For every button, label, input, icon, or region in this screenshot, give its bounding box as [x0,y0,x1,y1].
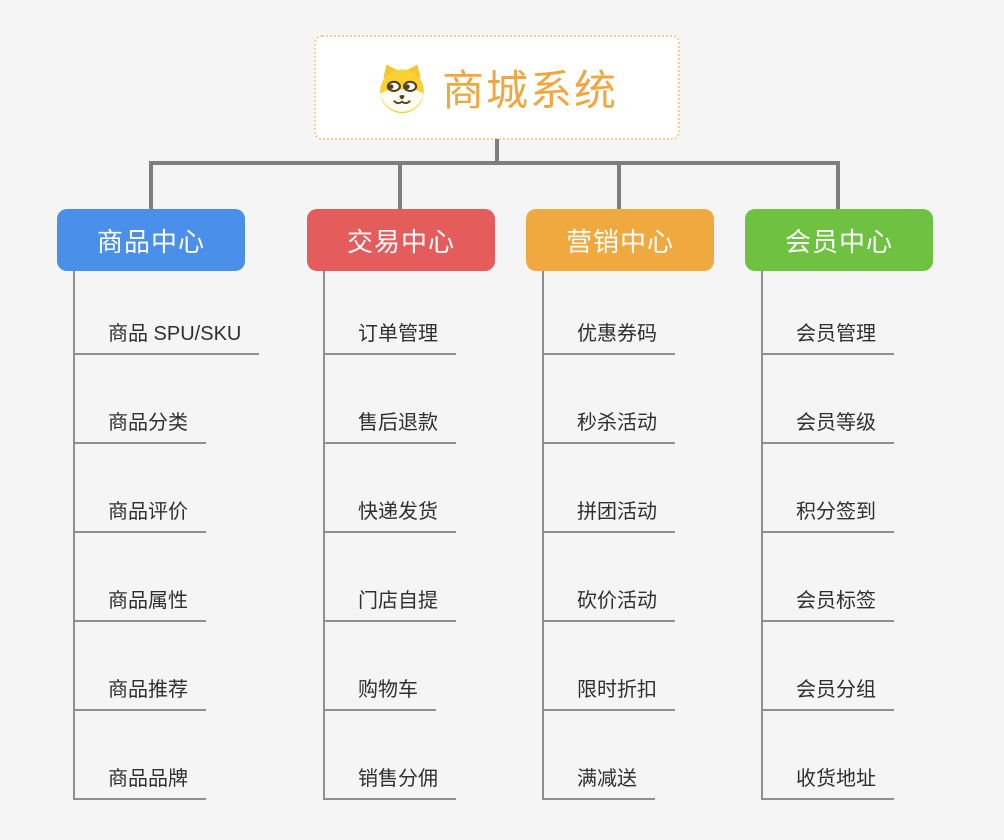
topic-item[interactable]: 拼团活动 [544,444,675,533]
topic-item[interactable]: 门店自提 [325,533,456,622]
connector-drop-product [149,163,153,211]
topic-column-marketing: 优惠券码 秒杀活动 拼团活动 砍价活动 限时折扣 满减送 [542,271,675,800]
topic-item[interactable]: 快递发货 [325,444,456,533]
topic-item[interactable]: 商品 SPU/SKU [75,271,260,355]
topic-item[interactable]: 商品品牌 [75,711,206,800]
topic-item[interactable]: 销售分佣 [325,711,456,800]
connector-drop-marketing [617,163,621,211]
topic-item[interactable]: 会员标签 [763,533,894,622]
topic-column-trade: 订单管理 售后退款 快递发货 门店自提 购物车 销售分佣 [323,271,456,800]
topic-item[interactable]: 商品属性 [75,533,206,622]
topic-item[interactable]: 积分签到 [763,444,894,533]
root-node[interactable]: 商城系统 [314,35,680,140]
topic-item[interactable]: 砍价活动 [544,533,675,622]
topic-item[interactable]: 商品评价 [75,444,206,533]
topic-item[interactable]: 会员分组 [763,622,894,711]
topic-item[interactable]: 会员管理 [763,271,894,355]
connector-root-stub [495,139,499,163]
topic-item[interactable]: 订单管理 [325,271,456,355]
topic-item[interactable]: 商品推荐 [75,622,206,711]
topic-column-member: 会员管理 会员等级 积分签到 会员标签 会员分组 收货地址 [761,271,894,800]
topic-item[interactable]: 会员等级 [763,355,894,444]
dog-face-icon [380,63,424,113]
root-title: 商城系统 [441,67,618,114]
connector-bus [149,161,840,165]
branch-node-trade-center[interactable]: 交易中心 [307,209,495,271]
branch-node-product-center[interactable]: 商品中心 [57,209,245,271]
topic-item[interactable]: 商品分类 [75,355,206,444]
topic-item[interactable]: 收货地址 [763,711,894,800]
topic-item[interactable]: 优惠券码 [544,271,675,355]
branch-node-member-center[interactable]: 会员中心 [745,209,933,271]
topic-item[interactable]: 秒杀活动 [544,355,675,444]
topic-item[interactable]: 售后退款 [325,355,456,444]
topic-item[interactable]: 限时折扣 [544,622,675,711]
topic-item[interactable]: 购物车 [325,622,436,711]
branch-node-marketing-center[interactable]: 营销中心 [526,209,714,271]
topic-column-product: 商品 SPU/SKU 商品分类 商品评价 商品属性 商品推荐 商品品牌 [73,271,260,800]
connector-drop-trade [398,163,402,211]
topic-item[interactable]: 满减送 [544,711,655,800]
connector-drop-member [836,163,840,211]
